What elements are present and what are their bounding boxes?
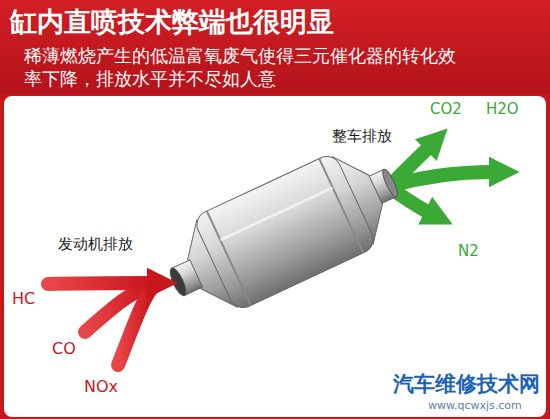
engine-exhaust-arrows — [48, 283, 152, 365]
title: 缸内直喷技术弊端也很明显 — [10, 6, 334, 37]
clean-exhaust-arrows — [390, 148, 492, 212]
header-band — [0, 0, 550, 94]
subtitle: 稀薄燃烧产生的低温富氧废气使得三元催化器的转化效率下降，排放水平并不尽如人意 — [24, 44, 464, 90]
gas-label: NOx — [84, 378, 118, 396]
gas-label: HC — [12, 290, 35, 308]
catalytic-converter — [152, 134, 416, 331]
watermark: 汽车维修技术网 — [393, 372, 540, 396]
frame — [0, 94, 550, 419]
gas-label: CO — [52, 340, 76, 358]
watermark-url: www.qcwxjs.com — [428, 400, 522, 413]
region-label: 发动机排放 — [58, 236, 133, 253]
gas-label: CO2 — [430, 101, 462, 118]
region-label: 整车排放 — [332, 128, 392, 145]
gas-label: N2 — [458, 243, 479, 260]
panel — [4, 96, 546, 417]
gas-label: H2O — [486, 101, 519, 118]
